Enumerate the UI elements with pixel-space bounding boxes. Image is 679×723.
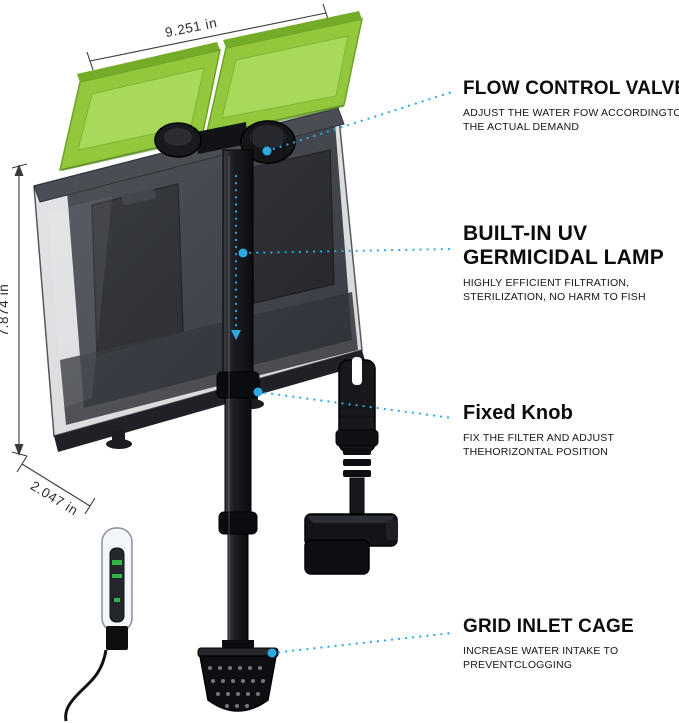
grid-inlet-cage [197,640,279,712]
dimension-depth: 2.047 in [16,455,96,518]
leader-lines [231,90,454,658]
desc-line: THE ACTUAL DEMAND [463,121,580,134]
leader-dot-fixed-knob [253,387,263,397]
callout-uv-lamp: BUILT-IN UV GERMICIDAL LAMP HIGHLY EFFIC… [463,222,677,304]
fixed-knob-part [304,357,398,575]
callout-grid-inlet-cage-title: GRID INLET CAGE [463,616,634,637]
callout-fixed-knob: Fixed Knob FIX THE FILTER AND ADJUST THE… [463,402,677,459]
title-line: GERMICIDAL LAMP [463,245,664,269]
pump-head [154,122,248,158]
callout-grid-inlet-cage-desc: INCREASE WATER INTAKE TO PREVENTCLOGGING [463,644,677,672]
leader-dot-flow-valve [262,146,272,156]
flow-control-valve-knob [240,120,296,164]
desc-line: HIGHLY EFFICIENT FILTRATION, [463,277,630,290]
uv-lamp-part [64,527,133,722]
callout-grid-inlet-cage: GRID INLET CAGE INCREASE WATER INTAKE TO… [463,616,677,672]
filter-body [33,107,366,452]
dimension-height: 7.874 in [0,163,28,457]
desc-line: PREVENTCLOGGING [463,659,573,672]
callout-fixed-knob-desc: FIX THE FILTER AND ADJUST THEHORIZONTAL … [463,431,677,459]
callout-uv-lamp-title: BUILT-IN UV GERMICIDAL LAMP [463,222,677,269]
callout-flow-control-valve-desc: ADJUST THE WATER FOW ACCORDINGTO THE ACT… [463,106,679,134]
callout-fixed-knob-title: Fixed Knob [463,402,573,424]
desc-line: FIX THE FILTER AND ADJUST [463,432,615,445]
callout-flow-control-valve: FLOW CONTROL VALVE ADJUST THE WATER FOW … [463,78,679,134]
desc-line: ADJUST THE WATER FOW ACCORDINGTO [463,107,679,120]
intake-tube [216,149,260,656]
desc-line: INCREASE WATER INTAKE TO [463,645,619,658]
callout-uv-lamp-desc: HIGHLY EFFICIENT FILTRATION, STERILIZATI… [463,276,677,304]
desc-line: THEHORIZONTAL POSITION [463,446,608,459]
title-line: BUILT-IN UV [463,222,588,245]
leader-dot-uv-lamp [238,248,248,258]
dim-height-label: 7.874 in [0,284,11,337]
desc-line: STERILIZATION, NO HARM TO FISH [463,291,646,304]
leader-dot-inlet-cage [267,648,277,658]
callout-flow-control-valve-title: FLOW CONTROL VALVE [463,78,679,99]
